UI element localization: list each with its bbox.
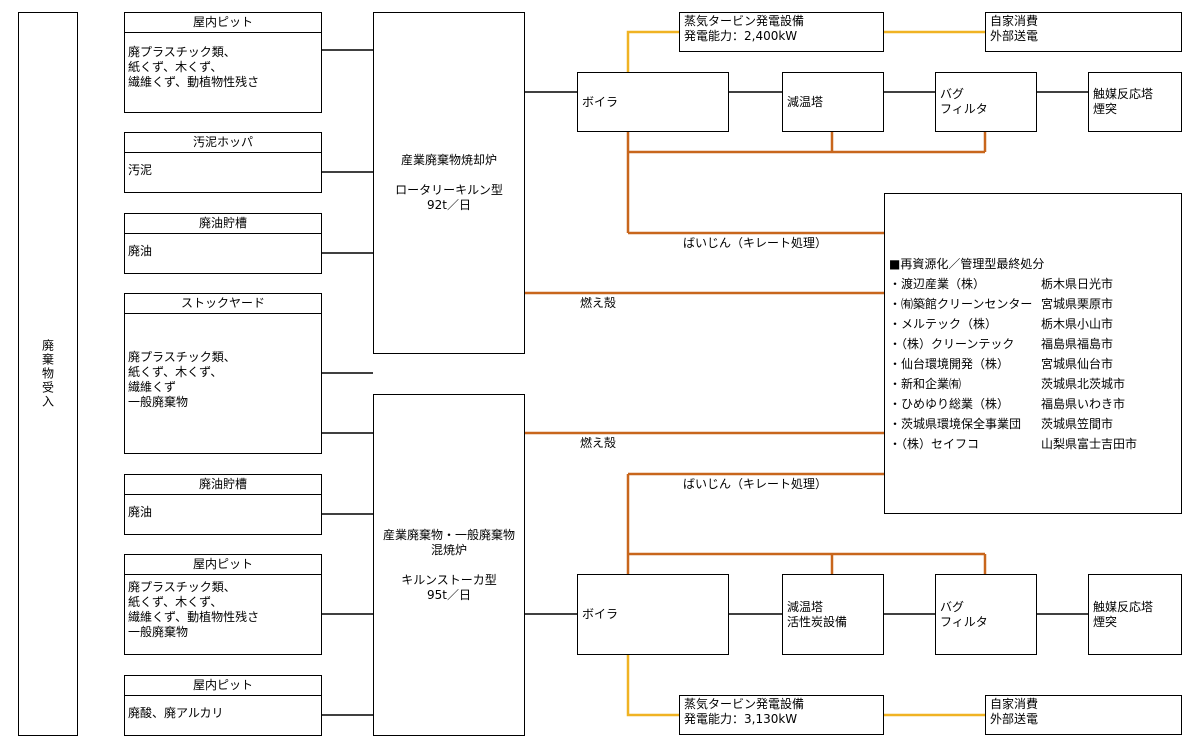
source-line: 廃プラスチック類、 xyxy=(128,580,236,594)
bag-filter-box-1: バグ フィルタ xyxy=(935,72,1037,132)
source-line: 紙くず、木くず、 xyxy=(128,595,223,609)
source-box-sludge-hopper: 汚泥ホッパ 汚泥 xyxy=(124,132,322,193)
boiler-label: ボイラ xyxy=(582,607,619,621)
source-line: 紙くず、木くず、 xyxy=(128,365,223,379)
disposal-title: ■再資源化／管理型最終処分 xyxy=(889,257,1045,271)
bag-filter-box-2: バグ フィルタ xyxy=(935,574,1037,655)
usage-line: 自家消費 xyxy=(990,14,1039,28)
source-line: 一般廃棄物 xyxy=(128,395,189,409)
cooling-tower-box-2: 減温塔 活性炭設備 xyxy=(782,574,884,655)
furnace-line: 産業廃棄物・一般廃棄物 xyxy=(382,527,515,542)
turbine-capacity: 発電能力：2,400kW xyxy=(684,29,798,43)
catalyst-tower-box-2: 触媒反応塔 煙突 xyxy=(1088,574,1182,655)
source-header: 廃油貯槽 xyxy=(125,475,321,495)
source-line: 汚泥 xyxy=(128,163,153,177)
catalyst-line: 触媒反応塔 xyxy=(1093,599,1154,614)
boiler-box-2: ボイラ xyxy=(577,574,729,655)
cooling-tower-label: 減温塔 xyxy=(787,94,824,109)
disposal-row: ・ひめゆり総業（株）福島県いわき市 xyxy=(889,397,1126,411)
source-line: 繊維くず xyxy=(128,380,177,394)
furnace-rotary-kiln: 産業廃棄物焼却炉 ロータリーキルン型 92t／日 xyxy=(373,12,525,354)
furnace-kiln-stoker: 産業廃棄物・一般廃棄物 混焼炉 キルンストーカ型 95t／日 xyxy=(373,394,525,736)
dust-label-2: ばいじん（キレート処理） xyxy=(683,477,828,491)
source-line: 廃油 xyxy=(128,244,153,258)
source-header: 廃油貯槽 xyxy=(125,214,321,234)
intake-label: 廃棄物受入 xyxy=(40,339,55,409)
furnace-line: ロータリーキルン型 xyxy=(395,183,503,197)
source-box-indoor-pit-1: 屋内ピット 廃プラスチック類、 紙くず、木くず、 繊維くず、動植物性残さ xyxy=(124,12,322,113)
power-usage-box-2: 自家消費 外部送電 xyxy=(985,695,1182,735)
source-header: 屋内ピット xyxy=(125,13,321,33)
turbine-capacity: 発電能力：3,130kW xyxy=(684,712,798,726)
source-line: 紙くず、木くず、 xyxy=(128,60,223,74)
furnace-line: 92t／日 xyxy=(427,198,471,212)
disposal-row: ・（株）セイフコ山梨県富士吉田市 xyxy=(889,437,1138,451)
catalyst-tower-box-1: 触媒反応塔 煙突 xyxy=(1088,72,1182,132)
boiler-label: ボイラ xyxy=(582,94,619,109)
source-header: ストックヤード xyxy=(125,294,321,314)
cooling-tower-line: 減温塔 xyxy=(787,599,824,614)
furnace-line: キルンストーカ型 xyxy=(401,572,497,587)
source-box-oil-tank-2: 廃油貯槽 廃油 xyxy=(124,474,322,535)
source-line: 廃酸、廃アルカリ xyxy=(128,706,224,720)
source-line: 廃油 xyxy=(128,505,153,519)
furnace-line: 混焼炉 xyxy=(430,542,467,557)
catalyst-line: 触媒反応塔 xyxy=(1093,87,1154,101)
source-box-stockyard: ストックヤード 廃プラスチック類、 紙くず、木くず、 繊維くず 一般廃棄物 xyxy=(124,293,322,454)
source-line: 一般廃棄物 xyxy=(128,625,189,639)
cooling-tower-box-1: 減温塔 xyxy=(782,72,884,132)
bag-filter-line: バグ xyxy=(940,87,965,101)
disposal-row: ・仙台環境開発（株）宮城県仙台市 xyxy=(889,357,1114,371)
source-line: 繊維くず、動植物性残さ xyxy=(128,610,260,624)
final-disposal-box: ■再資源化／管理型最終処分 ・渡辺産業（株）栃木県日光市 ・㈲築館クリーンセンタ… xyxy=(884,193,1182,514)
disposal-row: ・渡辺産業（株）栃木県日光市 xyxy=(889,277,1114,291)
disposal-row: ・（株）クリーンテック福島県福島市 xyxy=(889,337,1114,351)
disposal-row: ・㈲築館クリーンセンター宮城県栗原市 xyxy=(889,297,1114,311)
bag-filter-line: フィルタ xyxy=(940,102,988,116)
source-line: 廃プラスチック類、 xyxy=(128,350,236,364)
furnace-line: 95t／日 xyxy=(427,587,471,602)
disposal-row: ・メルテック（株）栃木県小山市 xyxy=(889,317,1114,331)
source-box-indoor-pit-2: 屋内ピット 廃プラスチック類、 紙くず、木くず、 繊維くず、動植物性残さ 一般廃… xyxy=(124,554,322,655)
catalyst-line: 煙突 xyxy=(1093,614,1118,629)
furnace-line: 産業廃棄物焼却炉 xyxy=(400,153,497,167)
power-usage-box-1: 自家消費 外部送電 xyxy=(985,12,1182,52)
usage-line: 自家消費 xyxy=(990,697,1039,711)
usage-line: 外部送電 xyxy=(990,712,1039,726)
turbine-line: 蒸気タービン発電設備 xyxy=(684,14,805,28)
source-header: 屋内ピット xyxy=(125,555,321,575)
cooling-tower-line: 活性炭設備 xyxy=(787,614,848,629)
dust-label-1: ばいじん（キレート処理） xyxy=(683,236,828,250)
steam-turbine-box-1: 蒸気タービン発電設備 発電能力：2,400kW xyxy=(679,12,884,52)
usage-line: 外部送電 xyxy=(990,29,1039,43)
boiler-box-1: ボイラ xyxy=(577,72,729,132)
disposal-row: ・茨城県環境保全事業団茨城県笠間市 xyxy=(889,417,1114,431)
bag-filter-line: バグ xyxy=(940,599,965,614)
source-line: 繊維くず、動植物性残さ xyxy=(128,75,260,89)
intake-box xyxy=(18,12,78,736)
source-line: 廃プラスチック類、 xyxy=(128,45,236,59)
steam-turbine-box-2: 蒸気タービン発電設備 発電能力：3,130kW xyxy=(679,695,884,735)
bag-filter-line: フィルタ xyxy=(940,614,988,629)
source-box-indoor-pit-3: 屋内ピット 廃酸、廃アルカリ xyxy=(124,675,322,736)
source-box-oil-tank-1: 廃油貯槽 廃油 xyxy=(124,213,322,274)
catalyst-line: 煙突 xyxy=(1093,102,1118,116)
source-header: 屋内ピット xyxy=(125,676,321,696)
turbine-line: 蒸気タービン発電設備 xyxy=(684,697,805,711)
disposal-row: ・新和企業㈲茨城県北茨城市 xyxy=(889,377,1126,391)
ash-label-1: 燃え殻 xyxy=(580,296,617,310)
ash-label-2: 燃え殻 xyxy=(580,436,617,450)
source-header: 汚泥ホッパ xyxy=(125,133,321,153)
